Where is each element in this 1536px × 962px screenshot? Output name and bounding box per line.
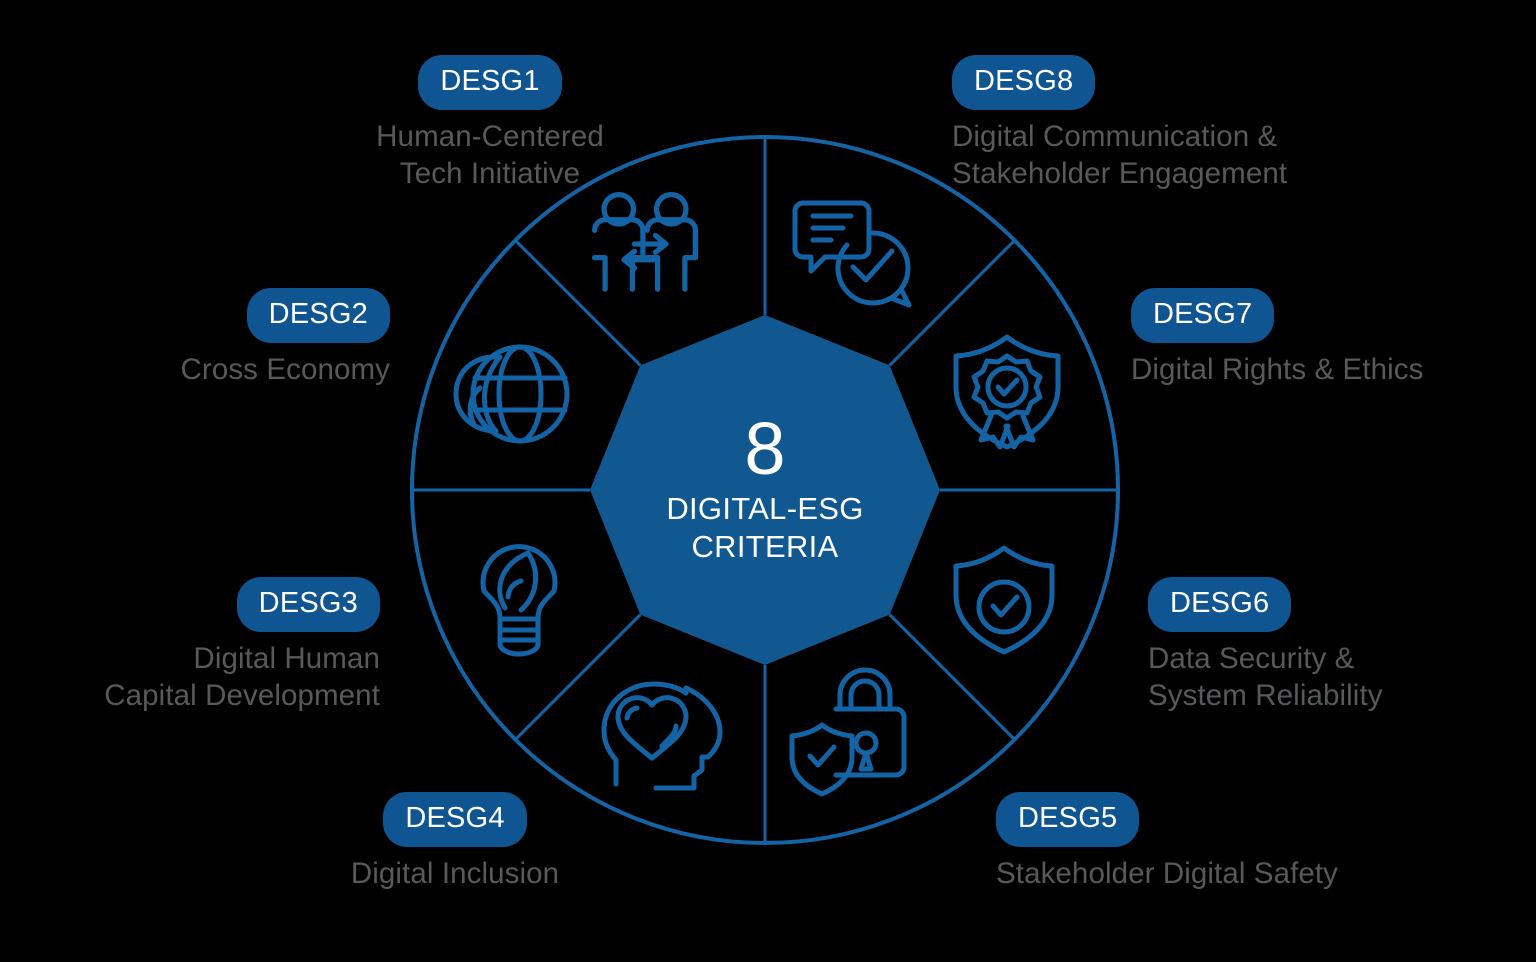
- label-group-desg8[interactable]: DESG8 Digital Communication & Stakeholde…: [952, 55, 1432, 193]
- divider-upper-right: [888, 239, 1016, 367]
- shield-award-rosette-icon: [953, 334, 1061, 450]
- head-heart-icon: [601, 681, 723, 791]
- caption-desg7: Digital Rights & Ethics: [1131, 353, 1424, 386]
- divider-upper-left: [514, 239, 642, 367]
- pill-desg3[interactable]: DESG3: [236, 577, 380, 632]
- shield-check-icon: [953, 545, 1055, 655]
- segment-dividers: [412, 137, 1118, 843]
- pill-desg8[interactable]: DESG8: [952, 55, 1096, 110]
- label-group-desg5[interactable]: DESG5 Stakeholder Digital Safety: [996, 792, 1496, 893]
- pill-desg7[interactable]: DESG7: [1131, 288, 1275, 343]
- center-octagon: [590, 315, 940, 665]
- caption-desg5: Stakeholder Digital Safety: [996, 857, 1339, 890]
- pill-desg6[interactable]: DESG6: [1148, 577, 1292, 632]
- chat-bubbles-check-icon: [792, 200, 912, 308]
- caption-desg4: Digital Inclusion: [350, 857, 560, 890]
- label-group-desg1[interactable]: DESG1 Human-Centered Tech Initiative: [260, 55, 720, 193]
- caption-desg8: Digital Communication & Stakeholder Enga…: [952, 120, 1288, 190]
- lightbulb-leaf-icon: [480, 544, 558, 657]
- padlock-shield-check-icon: [789, 667, 907, 797]
- pill-desg5[interactable]: DESG5: [996, 792, 1140, 847]
- pill-desg4[interactable]: DESG4: [383, 792, 527, 847]
- divider-lower-left: [514, 613, 642, 741]
- caption-desg3: Digital Human Capital Development: [104, 642, 380, 712]
- caption-desg6: Data Security & System Reliability: [1148, 642, 1383, 712]
- divider-lower-right: [888, 613, 1016, 741]
- label-group-desg6[interactable]: DESG6 Data Security & System Reliability: [1148, 577, 1528, 715]
- globe-leaf-icon: [453, 344, 570, 444]
- pill-desg2[interactable]: DESG2: [246, 288, 390, 343]
- label-group-desg2[interactable]: DESG2 Cross Economy: [60, 288, 390, 389]
- caption-desg1: Human-Centered Tech Initiative: [376, 120, 604, 190]
- label-group-desg3[interactable]: DESG3 Digital Human Capital Development: [20, 577, 380, 715]
- caption-desg2: Cross Economy: [180, 353, 390, 386]
- label-group-desg4[interactable]: DESG4 Digital Inclusion: [222, 792, 688, 893]
- label-group-desg7[interactable]: DESG7 Digital Rights & Ethics: [1131, 288, 1531, 389]
- pill-desg1[interactable]: DESG1: [418, 55, 562, 110]
- two-people-exchange-icon: [591, 191, 699, 292]
